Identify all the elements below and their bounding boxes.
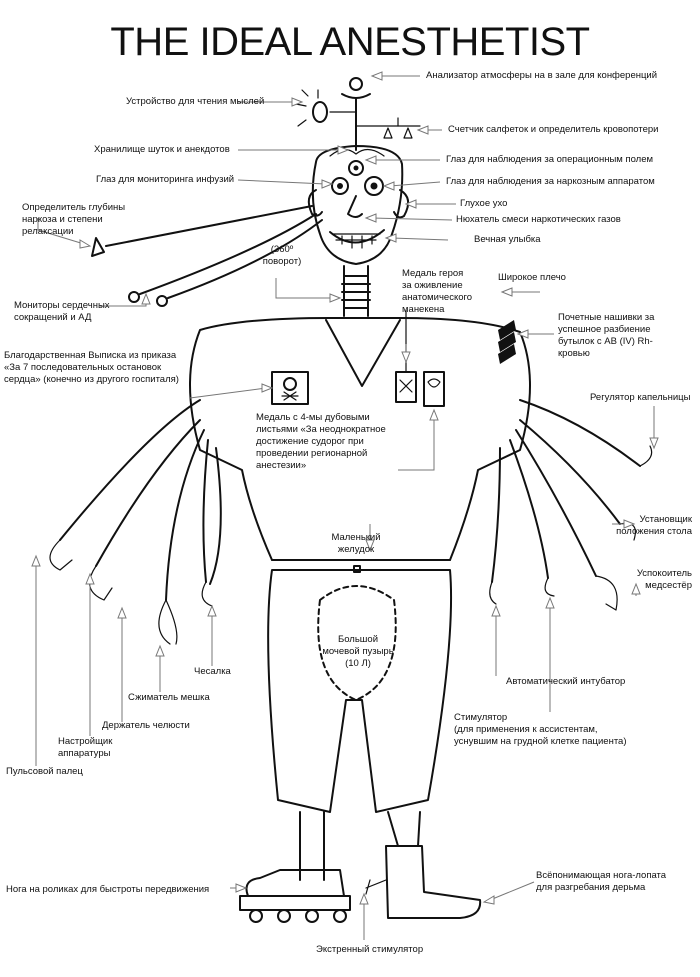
label-eye-field: Глаз для наблюдения за операционным поле… xyxy=(446,154,654,165)
label-gas-sniffer: Нюхатель смеси наркотических газов xyxy=(456,214,621,225)
label-atmosphere-analyzer: Анализатор атмосферы на в зале для конфе… xyxy=(426,70,658,81)
label-emergency-stimulator: Экстренный стимулятор xyxy=(316,944,424,955)
label-eye-machine: Глаз для наблюдения за наркозным аппарат… xyxy=(446,176,655,187)
label-scratcher: Чесалка xyxy=(194,666,231,677)
label-stimulator: Стимулятор (для применения к ассистентам… xyxy=(454,712,627,747)
label-shovel-leg: Всёпонимающая нога-лопата для разгребани… xyxy=(536,870,667,893)
label-wide-shoulder: Широкое плечо xyxy=(498,272,566,283)
label-roller-leg: Нога на роликах для быстроты передвижени… xyxy=(6,884,210,895)
label-pulse-finger: Пульсовой палец xyxy=(6,766,83,777)
label-jaw-holder: Держатель челюсти xyxy=(102,720,190,731)
label-deaf-ear: Глухое ухо xyxy=(460,198,508,209)
label-joke-storage: Хранилище шуток и анекдотов xyxy=(94,144,230,155)
label-napkin-counter: Счетчик салфеток и определитель кровопот… xyxy=(448,124,659,135)
label-eye-infusion: Глаз для мониторинга инфузий xyxy=(96,174,235,185)
label-bag-squeezer: Сжиматель мешка xyxy=(128,692,210,703)
label-honor-stripes: Почетные нашивки за успешное разбиение б… xyxy=(558,312,655,359)
label-cardiac-monitors: Мониторы сердечных сокращений и АД xyxy=(14,300,110,323)
label-eternal-smile: Вечная улыбка xyxy=(474,234,541,245)
leader-lines xyxy=(31,71,659,940)
label-gratitude: Благодарственная Выписка из приказа «За … xyxy=(4,350,179,385)
figure-drawing xyxy=(49,77,653,923)
label-bladder: Большой мочевой пузырь (10 Л) xyxy=(322,634,394,669)
label-mind-reader: Устройство для чтения мыслей xyxy=(126,96,265,107)
label-hero-medal: Медаль героя за оживление анатомического… xyxy=(402,268,473,315)
label-small-stomach: Маленький желудок xyxy=(331,532,381,555)
label-drip-regulator: Регулятор капельницы xyxy=(590,392,691,403)
label-oak-medal: Медаль с 4-мы дубовыми листьями «За неод… xyxy=(256,412,386,471)
page-title: THE IDEAL ANESTHETIST xyxy=(110,20,590,64)
label-depth-meter: Определитель глубины наркоза и степени р… xyxy=(22,202,126,237)
label-auto-intubator: Автоматический интубатор xyxy=(506,676,626,687)
label-table-setter: Установщик положения стола xyxy=(616,514,692,537)
label-nurse-soother: Успокоитель медсестёр xyxy=(636,568,692,591)
label-equipment-tuner: Настройщик аппаратуры xyxy=(58,736,113,759)
label-rotation: (360º поворот) xyxy=(262,244,302,267)
